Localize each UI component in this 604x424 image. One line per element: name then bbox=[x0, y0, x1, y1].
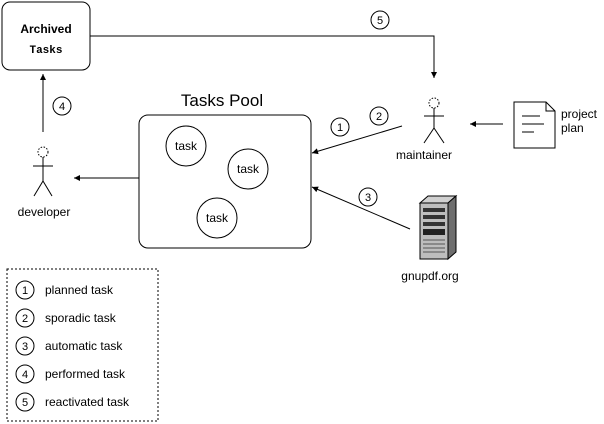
document-icon bbox=[513, 101, 556, 149]
svg-text:2: 2 bbox=[376, 111, 382, 123]
arrow-number-1: 1 bbox=[330, 117, 350, 137]
document-label-line1: project bbox=[561, 107, 598, 121]
svg-text:automatic task: automatic task bbox=[45, 339, 123, 353]
developer-icon bbox=[33, 146, 53, 197]
svg-text:task: task bbox=[206, 211, 229, 225]
arrow-reactivated bbox=[90, 35, 437, 78]
legend-item: 4 performed task bbox=[15, 364, 126, 384]
task-circle: task bbox=[227, 148, 269, 190]
svg-text:4: 4 bbox=[22, 369, 28, 381]
legend: 1 planned task 2 sporadic task 3 automat… bbox=[6, 268, 159, 422]
arrow-maintainer-to-pool bbox=[311, 125, 403, 155]
svg-text:2: 2 bbox=[22, 313, 28, 325]
svg-text:sporadic task: sporadic task bbox=[45, 311, 117, 325]
tasks-pool-box bbox=[138, 114, 312, 249]
arrow-number-4: 4 bbox=[52, 96, 72, 116]
svg-text:4: 4 bbox=[59, 101, 65, 113]
svg-text:performed task: performed task bbox=[45, 367, 126, 381]
maintainer-label: maintainer bbox=[396, 148, 452, 162]
server-label: gnupdf.org bbox=[401, 269, 458, 283]
arrow-number-3: 3 bbox=[358, 187, 378, 207]
svg-text:reactivated task: reactivated task bbox=[45, 395, 130, 409]
arrow-number-2: 2 bbox=[369, 106, 389, 126]
svg-text:task: task bbox=[175, 139, 198, 153]
svg-text:5: 5 bbox=[22, 397, 28, 409]
task-circle: task bbox=[165, 125, 207, 167]
svg-text:planned task: planned task bbox=[45, 283, 114, 297]
svg-text:5: 5 bbox=[377, 15, 383, 27]
legend-item: 1 planned task bbox=[15, 280, 114, 300]
archived-subtitle: Tasks bbox=[29, 45, 62, 57]
tasks-pool-title: Tasks Pool bbox=[181, 91, 263, 110]
svg-text:1: 1 bbox=[22, 285, 28, 297]
svg-text:3: 3 bbox=[365, 192, 371, 204]
svg-text:3: 3 bbox=[22, 341, 28, 353]
svg-text:1: 1 bbox=[337, 122, 343, 134]
archived-title: Archived bbox=[20, 22, 71, 36]
arrow-number-5: 5 bbox=[370, 10, 390, 30]
server-icon bbox=[418, 194, 458, 261]
legend-item: 5 reactivated task bbox=[15, 392, 130, 412]
legend-item: 2 sporadic task bbox=[15, 308, 117, 328]
svg-text:task: task bbox=[237, 162, 260, 176]
task-circle: task bbox=[196, 197, 238, 239]
document-label-line2: plan bbox=[561, 121, 584, 135]
maintainer-icon bbox=[423, 97, 445, 144]
developer-label: developer bbox=[18, 205, 71, 219]
legend-item: 3 automatic task bbox=[15, 336, 123, 356]
arrow-server-to-pool bbox=[311, 186, 411, 230]
archived-tasks-box: Archived Tasks bbox=[1, 1, 91, 71]
